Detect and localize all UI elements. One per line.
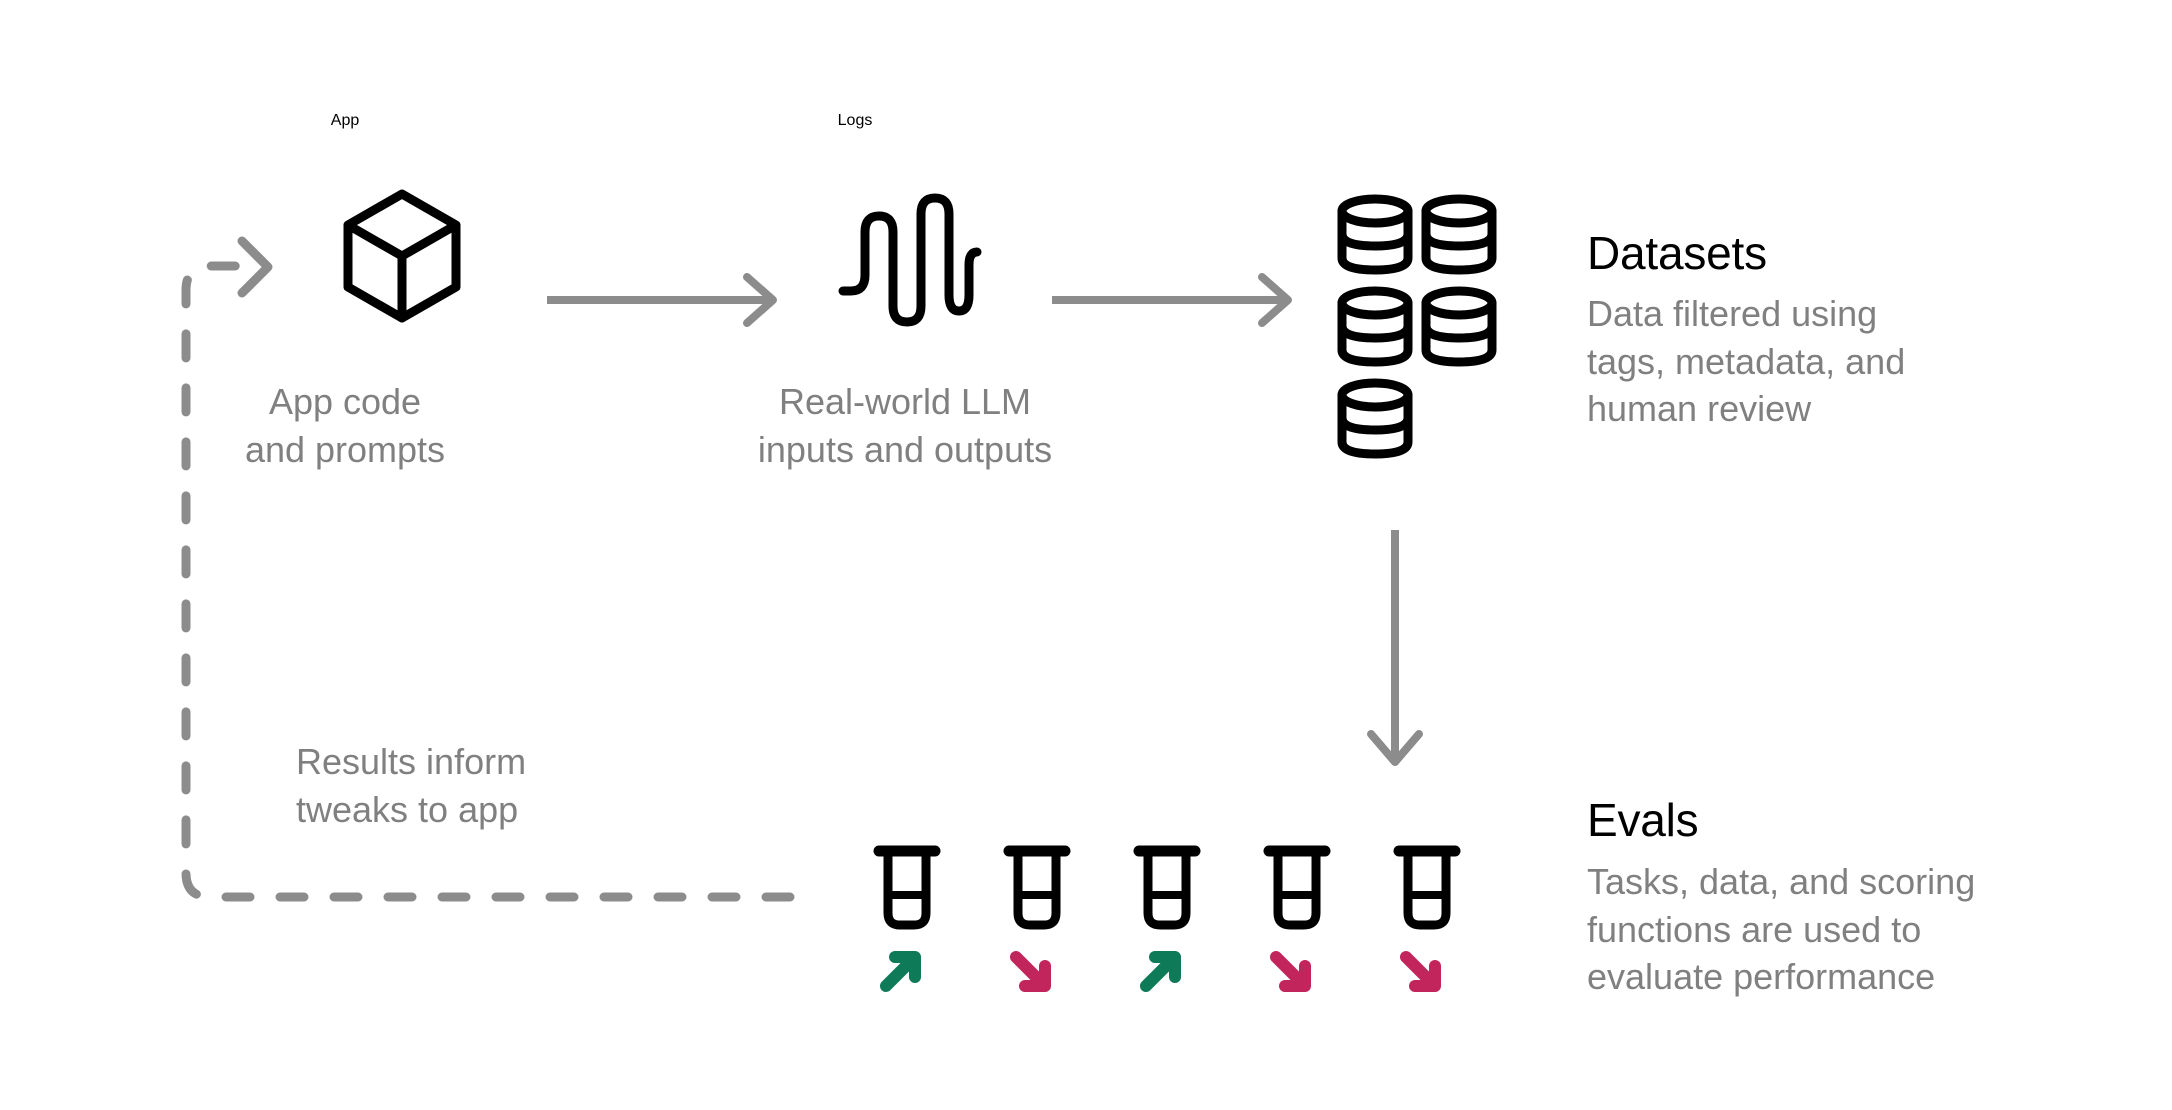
connector-datasets-to-evals — [1345, 528, 1445, 768]
connector-logs-to-datasets — [1050, 265, 1300, 335]
node-title-logs: Logs — [837, 112, 873, 129]
node-title-app: App — [330, 112, 360, 129]
cube-icon — [338, 188, 466, 324]
side-title-evals: Evals — [1587, 794, 1699, 846]
feedback-loop-caption: Results inform tweaks to app — [296, 741, 527, 830]
trend-arrow-up-right-icon — [1140, 951, 1181, 992]
eval-results-row — [865, 845, 1485, 1015]
database-icon — [1421, 286, 1497, 367]
beaker-icon — [1263, 845, 1331, 930]
beaker-icon — [1393, 845, 1461, 930]
database-stack-icon — [1335, 192, 1497, 459]
beaker-icon — [873, 845, 941, 930]
database-icon — [1337, 378, 1413, 459]
beaker-icon — [1133, 845, 1201, 930]
waveform-icon — [835, 190, 982, 330]
node-caption-logs: Real-world LLM inputs and outputs — [757, 381, 1053, 470]
node-caption-app: App code and prompts — [244, 381, 446, 470]
feedback-loop-arrowhead-icon — [237, 236, 273, 298]
trend-arrow-down-right-icon — [1270, 951, 1311, 992]
database-icon — [1421, 194, 1497, 275]
side-title-datasets: Datasets — [1587, 227, 1767, 279]
beaker-icon — [1003, 845, 1071, 930]
side-caption-evals: Tasks, data, and scoring functions are u… — [1587, 861, 1976, 998]
trend-arrow-down-right-icon — [1010, 951, 1051, 992]
database-icon — [1337, 194, 1413, 275]
feedback-loop-dashed-path — [181, 261, 795, 902]
connector-app-to-logs — [545, 265, 785, 335]
database-icon — [1337, 286, 1413, 367]
trend-arrow-up-right-icon — [880, 951, 921, 992]
side-caption-datasets: Data filtered using tags, metadata, and … — [1587, 293, 1906, 430]
trend-arrow-down-right-icon — [1400, 951, 1441, 992]
